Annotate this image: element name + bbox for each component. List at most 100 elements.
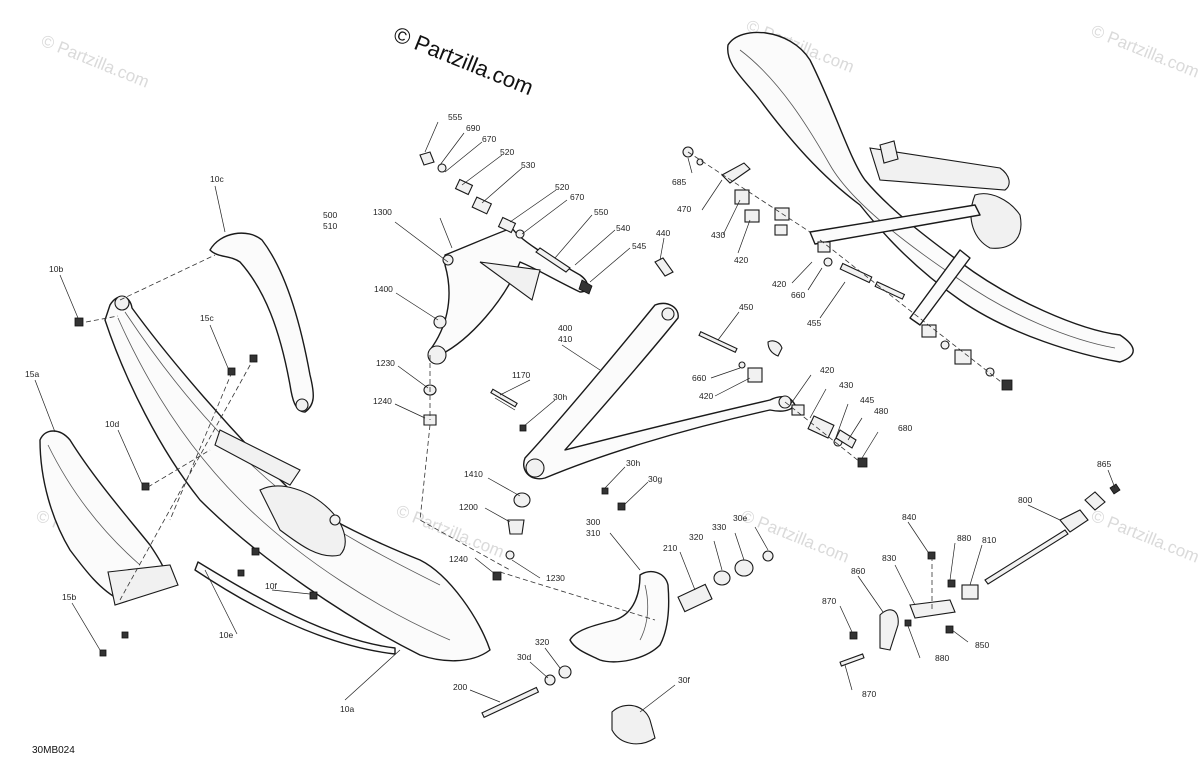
- callout-label: 10a: [340, 704, 354, 714]
- steering-rod-assembly: [839, 483, 1121, 667]
- callout-label: 545: [632, 241, 646, 251]
- ski-runner-10e: [194, 561, 396, 655]
- callout-label: 10c: [210, 174, 224, 184]
- callout-label: 670: [570, 192, 584, 202]
- sleeve-210: [677, 583, 713, 613]
- callout-label: 555: [448, 112, 462, 122]
- callout-label: 520: [555, 182, 569, 192]
- faint-watermark: © Partzilla.com: [739, 506, 852, 567]
- ski-body-10a: [104, 296, 491, 662]
- callout-label: 15a: [25, 369, 39, 379]
- upper-a-arm-assembly: [419, 151, 593, 571]
- faint-watermark: © Partzilla.com: [1089, 506, 1200, 567]
- callout-label: 1200: [459, 502, 478, 512]
- ball-joint-1200: [507, 519, 525, 535]
- callout-label: 670: [482, 134, 496, 144]
- callout-label: 10b: [49, 264, 63, 274]
- callout-label: 30e: [733, 513, 747, 523]
- spindle-300: [569, 570, 670, 663]
- callout-label: 10f: [265, 581, 277, 591]
- lower-arm-right: [909, 249, 971, 326]
- callout-label: 15c: [200, 313, 214, 323]
- callout-label: 510: [323, 221, 337, 231]
- callout-label: 30d: [517, 652, 531, 662]
- callout-label: 500: [323, 210, 337, 220]
- tie-rod-800: [984, 529, 1069, 585]
- callout-label: 865: [1097, 459, 1111, 469]
- callout-label: 680: [898, 423, 912, 433]
- callout-label: 330: [712, 522, 726, 532]
- callout-label: 880: [935, 653, 949, 663]
- end-810: [961, 584, 979, 600]
- callout-label: 30h: [626, 458, 640, 468]
- callout-label: 450: [739, 302, 753, 312]
- callout-label: 660: [791, 290, 805, 300]
- callout-label: 420: [699, 391, 713, 401]
- faint-watermark: © Partzilla.com: [1089, 21, 1200, 82]
- callout-label: 685: [672, 177, 686, 187]
- callout-label: 420: [772, 279, 786, 289]
- ski-handle-10c: [209, 232, 314, 413]
- callout-label: 200: [453, 682, 467, 692]
- callout-label: 870: [862, 689, 876, 699]
- spindle-right: [970, 193, 1022, 249]
- callout-label: 300: [586, 517, 600, 527]
- bolt-10b: [74, 317, 84, 327]
- callout-label: 830: [882, 553, 896, 563]
- callout-label: 455: [807, 318, 821, 328]
- upper-arm-right: [809, 204, 981, 245]
- nut-10f: [309, 591, 318, 600]
- callout-label: 440: [656, 228, 670, 238]
- callout-label: 30h: [553, 392, 567, 402]
- bolt-1170: [490, 388, 518, 408]
- lever-860: [879, 609, 899, 651]
- callout-label: 690: [466, 123, 480, 133]
- ski-mount-block: [259, 485, 346, 557]
- callout-label: 420: [734, 255, 748, 265]
- callout-label: 400: [558, 323, 572, 333]
- callout-label: 430: [839, 380, 853, 390]
- bracket-440: [654, 257, 674, 277]
- callout-label: 1300: [373, 207, 392, 217]
- callout-label: 870: [822, 596, 836, 606]
- callout-label: 520: [500, 147, 514, 157]
- callout-label: 800: [1018, 495, 1032, 505]
- callout-label: 1170: [512, 370, 531, 380]
- spindle-assembly: [481, 550, 774, 745]
- bumper-30f: [611, 704, 656, 745]
- leader-lines: [34, 121, 1116, 713]
- callout-label: 410: [558, 334, 572, 344]
- callout-label: 10e: [219, 630, 233, 640]
- callout-label: 310: [586, 528, 600, 538]
- callout-label: 1410: [464, 469, 483, 479]
- callout-label: 860: [851, 566, 865, 576]
- callout-label: 10d: [105, 419, 119, 429]
- callout-label: 320: [535, 637, 549, 647]
- lower-a-arm-assembly: [490, 302, 868, 581]
- callout-label: 850: [975, 640, 989, 650]
- ski-body-right: [727, 31, 1134, 363]
- bolt-450: [698, 331, 738, 353]
- callout-label: 30g: [648, 474, 662, 484]
- callout-label: 15b: [62, 592, 76, 602]
- bracket-470: [721, 162, 751, 184]
- callout-label: 880: [957, 533, 971, 543]
- callout-label: 470: [677, 204, 691, 214]
- bolt-455: [839, 262, 873, 284]
- callout-label: 420: [820, 365, 834, 375]
- callout-label: 530: [521, 160, 535, 170]
- callout-labels: 555 690 670 520 530 520 670 550 540 545 …: [25, 112, 1111, 714]
- callout-label: 1400: [374, 284, 393, 294]
- diagram-code: 30MB024: [32, 745, 75, 756]
- callout-label: 320: [689, 532, 703, 542]
- callout-label: 30f: [678, 675, 690, 685]
- bolt-200: [481, 686, 540, 719]
- callout-label: 1240: [449, 554, 468, 564]
- callout-label: 550: [594, 207, 608, 217]
- callout-label: 840: [902, 512, 916, 522]
- callout-label: 810: [982, 535, 996, 545]
- callout-label: 430: [711, 230, 725, 240]
- callout-label: 210: [663, 543, 677, 553]
- callout-label: 1230: [546, 573, 565, 583]
